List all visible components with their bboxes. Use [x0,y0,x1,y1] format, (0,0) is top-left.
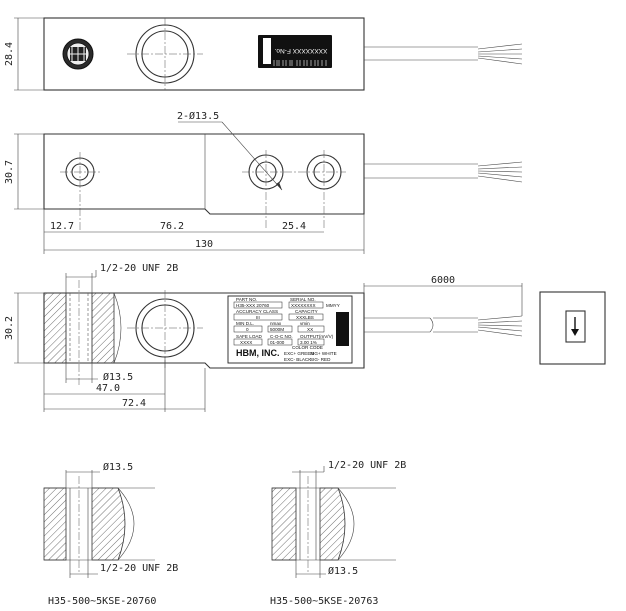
bore-dim: Ø13.5 [103,371,133,383]
dim-47-0: 47.0 [96,383,120,394]
section-height-dim: 30.2 [4,316,15,340]
svg-text:XX: XX [307,327,313,332]
svg-text:EXC+ GREEN: EXC+ GREEN [284,351,314,356]
side-height-dim: 30.7 [4,160,15,184]
top-cable [364,43,523,65]
svg-text:H35-XXX 20760: H35-XXX 20760 [236,303,270,308]
svg-text:0: 0 [246,327,249,332]
svg-text:SIG- RED: SIG- RED [310,357,331,362]
svg-text:XXXXXXXX: XXXXXXXX [291,303,316,308]
svg-text:5000M: 5000M [270,327,284,332]
top-view-body [43,17,365,91]
svg-text:COLOR CODE: COLOR CODE [292,345,323,350]
svg-text:SERIAL NO.: SERIAL NO. [290,297,316,302]
svg-text:01-000: 01-000 [270,340,285,345]
section-view: PART NO. SERIAL NO. H35-XXX 20760 XXXXXX… [4,263,523,412]
svg-text:PART NO.: PART NO. [236,297,257,302]
left-detail-bore: Ø13.5 [103,461,133,473]
end-view [539,291,606,365]
detail-right: 1/2-20 UNF 2B Ø13.5 H35-500~5KSE-20763 [270,460,406,607]
serial-plate: XXXXXXXX F-No. [258,35,332,68]
label-brand: HBM, INC. [236,348,280,358]
dim-25-4: 25.4 [282,221,306,232]
top-height-dim: 28.4 [4,42,15,66]
detail-left: Ø13.5 1/2-20 UNF 2B H35-500~5KSE-20760 [43,461,178,607]
svg-text:OUTPUT(mV/V): OUTPUT(mV/V) [300,334,334,339]
product-label: PART NO. SERIAL NO. H35-XXX 20760 XXXXXX… [227,295,353,364]
dim-130: 130 [195,239,213,250]
svg-text:nmax: nmax [270,321,282,326]
svg-text:CAPACITY: CAPACITY [295,309,318,314]
left-caption: H35-500~5KSE-20760 [48,596,156,607]
svg-text:XXXX: XXXX [240,340,252,345]
svg-text:XXXLBS: XXXLBS [296,315,314,320]
side-view: 2-Ø13.5 30.7 12.7 76.2 25.4 130 [4,110,523,254]
svg-text:3.00 1%: 3.00 1% [300,340,317,345]
dim-12-7: 12.7 [50,221,74,232]
top-view: XXXXXXXX F-No. 28.4 [4,17,523,91]
hole-callout: 2-Ø13.5 [177,110,219,122]
svg-text:MMYY: MMYY [326,303,340,308]
arrow-down-icon [571,317,579,336]
right-detail-bore: Ø13.5 [328,565,358,577]
dim-72-4: 72.4 [122,398,146,409]
dim-76-2: 76.2 [160,221,184,232]
left-detail-thread: 1/2-20 UNF 2B [100,563,178,574]
side-view-body [43,133,365,215]
svg-text:III: III [256,315,260,320]
section-thread-callout: 1/2-20 UNF 2B [100,263,178,274]
hbm-logo-icon [62,38,94,70]
svg-text:vmin: vmin [300,321,310,326]
cable-length-dim: 6000 [431,275,455,286]
serial-plate-text: XXXXXXXX F-No. [274,47,327,54]
right-caption: H35-500~5KSE-20763 [270,596,378,607]
svg-text:ACCURACY CLASS: ACCURACY CLASS [236,309,278,314]
svg-text:EXC- BLACK: EXC- BLACK [284,357,312,362]
svg-text:MIN D.L.: MIN D.L. [236,321,254,326]
right-detail-thread: 1/2-20 UNF 2B [328,460,406,471]
svg-text:C-O-C NO.: C-O-C NO. [270,334,293,339]
svg-text:SIG+ WHITE: SIG+ WHITE [310,351,337,356]
svg-text:SAFE LOAD: SAFE LOAD [236,334,262,339]
